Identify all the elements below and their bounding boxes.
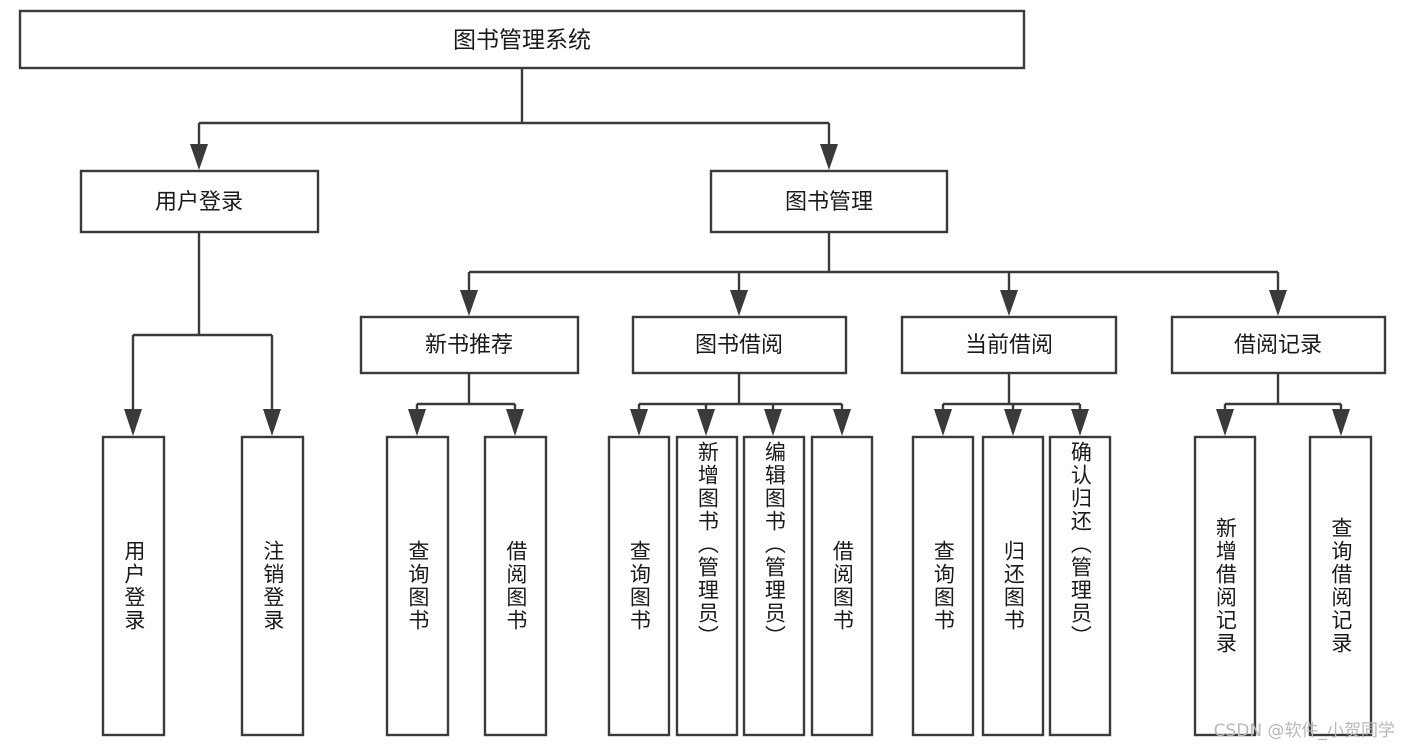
node-book-borrow[interactable]: [631, 315, 848, 375]
node-leaf-confirm-return[interactable]: [1048, 435, 1112, 737]
arrow-head-book-manage: [820, 144, 838, 170]
node-leaf-return-book[interactable]: [981, 435, 1045, 737]
arrow-head-borrow-record: [1269, 290, 1287, 316]
arrow-head-leaf-confirm-return: [1071, 409, 1089, 436]
node-leaf-query-book-1[interactable]: [385, 435, 450, 737]
arrow-head-user-login: [190, 144, 208, 170]
node-root-book-management-system[interactable]: [18, 9, 1026, 70]
connector-group-borrowrecord-leaves: [1216, 373, 1350, 436]
node-borrow-record-label: 借阅记录: [1234, 333, 1322, 358]
connector-group-newbook-leaves: [408, 373, 524, 436]
arrow-head-current-borrow: [1000, 290, 1018, 316]
node-user-login[interactable]: [79, 169, 320, 234]
arrow-head-leaf-return-book: [1004, 409, 1022, 436]
connector-group-currentborrow-leaves: [934, 373, 1089, 436]
csdn-watermark: CSDN @软件_小贺同学: [1213, 721, 1395, 741]
connector-group-userlogin-leaves: [124, 232, 281, 436]
node-current-borrow[interactable]: [900, 315, 1118, 375]
connector-group-root-to-level2: [190, 68, 838, 170]
node-leaf-borrow-book-1[interactable]: [483, 435, 548, 737]
arrow-head-leaf-edit-book: [764, 409, 782, 436]
node-leaf-query-borrow-record[interactable]: [1308, 435, 1373, 737]
arrow-head-book-borrow: [730, 290, 748, 316]
node-leaf-borrow-book-2[interactable]: [810, 435, 874, 737]
node-leaf-query-book-3[interactable]: [911, 435, 975, 737]
node-new-book-recommend[interactable]: [359, 315, 580, 375]
node-leaf-add-book[interactable]: [675, 435, 739, 737]
node-book-management-label: 图书管理: [785, 190, 873, 215]
node-book-borrow-label: 图书借阅: [695, 333, 783, 358]
node-new-book-recommend-label: 新书推荐: [425, 333, 513, 358]
connector-group-bookmanage-to-level3: [460, 232, 1287, 316]
connector-group-bookborrow-leaves: [630, 373, 851, 436]
arrow-head-leaf-query-book-3: [934, 409, 952, 436]
node-leaf-query-book-2[interactable]: [607, 435, 671, 737]
arrow-head-leaf-borrow-book-2: [833, 409, 851, 436]
arrow-head-leaf-borrow-book-1: [506, 409, 524, 436]
node-current-borrow-label: 当前借阅: [965, 333, 1053, 358]
node-user-login-label: 用户登录: [155, 190, 243, 215]
arrow-head-leaf-query-book-1: [408, 409, 426, 436]
node-root-label: 图书管理系统: [453, 28, 591, 54]
arrow-head-new-book-recommend: [460, 290, 478, 316]
node-leaf-add-borrow-record[interactable]: [1193, 435, 1257, 737]
node-leaf-user-login[interactable]: [101, 435, 166, 737]
arrow-head-leaf-add-book: [697, 409, 715, 436]
arrow-head-leaf-logout: [263, 409, 281, 436]
node-book-management[interactable]: [709, 169, 949, 234]
arrow-head-leaf-query-record: [1332, 409, 1350, 436]
arrow-head-leaf-add-record: [1216, 409, 1234, 436]
arrow-head-leaf-query-book-2: [630, 409, 648, 436]
node-leaf-edit-book[interactable]: [742, 435, 806, 737]
node-borrow-record[interactable]: [1170, 315, 1387, 375]
arrow-head-leaf-user-login: [124, 409, 142, 436]
node-leaf-logout[interactable]: [240, 435, 305, 737]
